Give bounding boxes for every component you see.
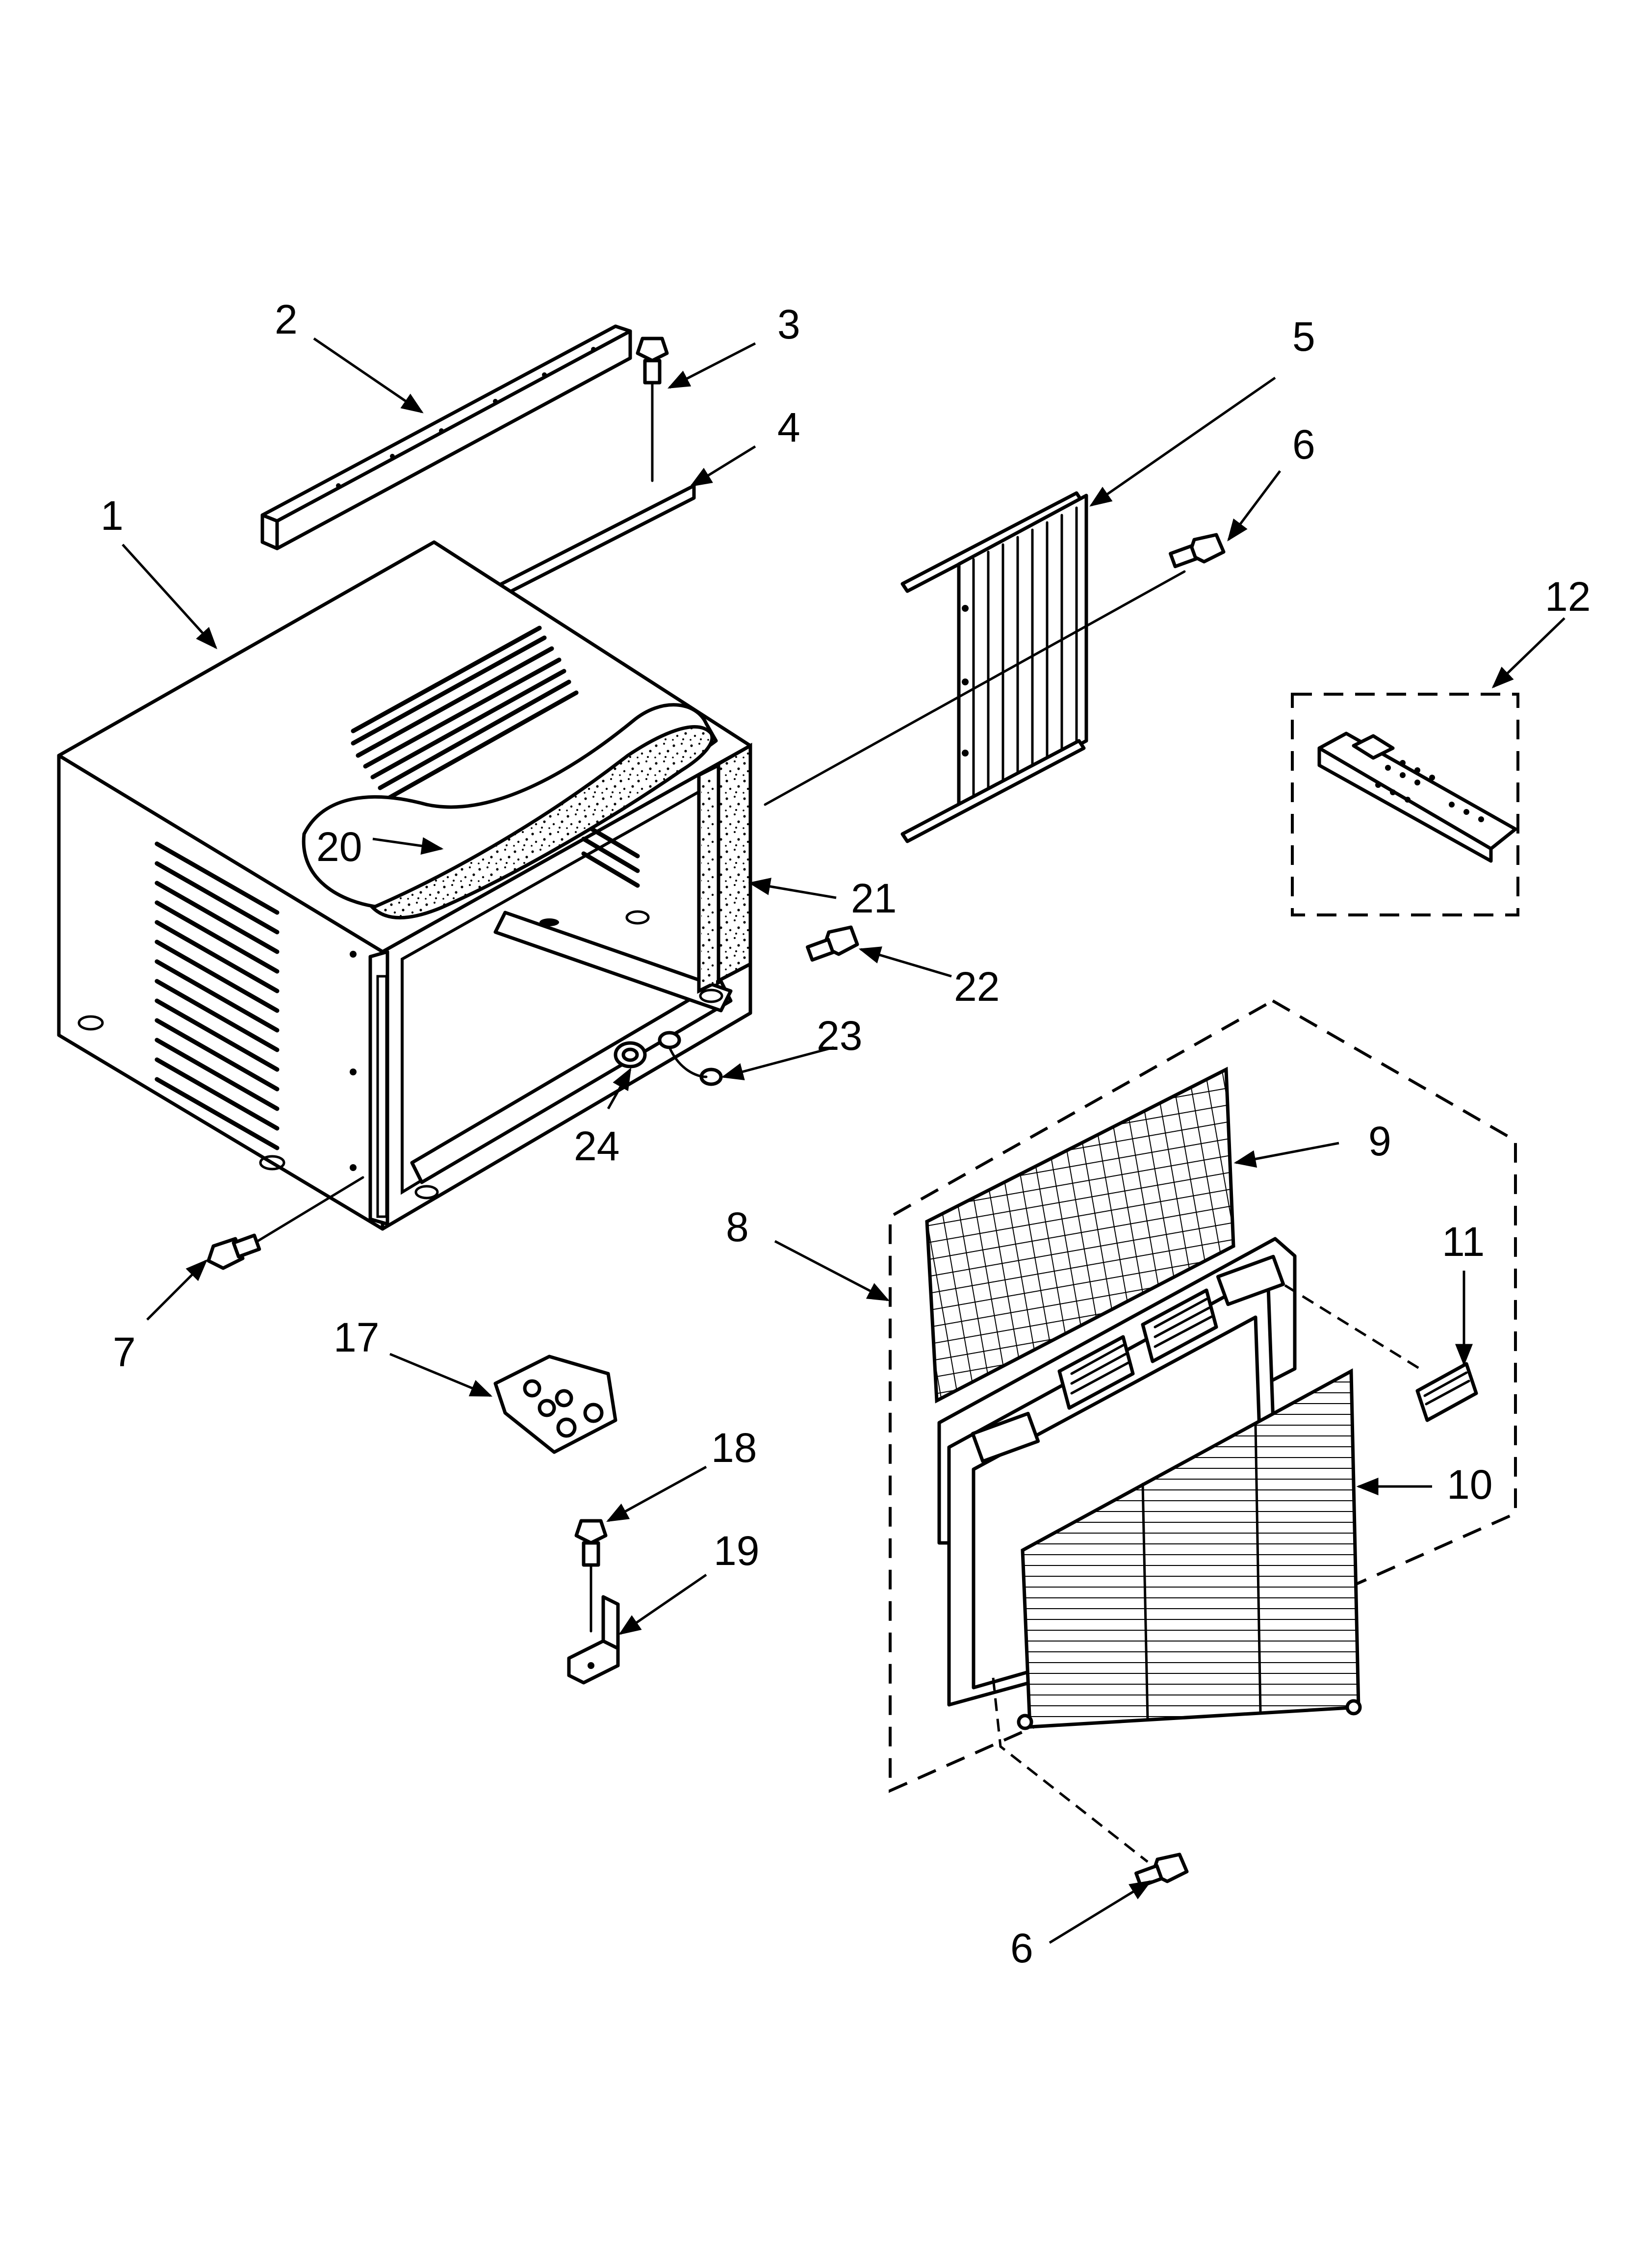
callout-18: 18 <box>711 1425 757 1471</box>
part-20-gasket <box>302 703 718 920</box>
callout-10: 10 <box>1447 1461 1492 1508</box>
callout-22: 22 <box>954 964 1000 1010</box>
callout-3: 3 <box>777 301 800 347</box>
callout-4: 4 <box>777 404 800 450</box>
callout-19: 19 <box>714 1528 759 1574</box>
callout-1: 1 <box>101 493 124 539</box>
callout-2: 2 <box>275 296 298 342</box>
part-8-front-panel-assembly <box>889 999 1517 1793</box>
callout-7: 7 <box>113 1329 136 1375</box>
part-17-bracket-kit <box>493 1355 617 1454</box>
callout-6-upper: 6 <box>1292 421 1315 468</box>
part-11-vent <box>1284 1284 1478 1422</box>
callout-6-lower: 6 <box>1010 1925 1033 1971</box>
callout-20: 20 <box>316 824 362 870</box>
part-5-mount-line <box>764 570 1186 806</box>
callout-9: 9 <box>1368 1118 1391 1164</box>
callout-17: 17 <box>334 1314 379 1360</box>
callout-labels: 1 2 3 4 5 6 6 7 8 9 10 11 12 17 18 19 20… <box>101 296 1591 1971</box>
callout-5: 5 <box>1292 313 1315 360</box>
part-19-l-bracket <box>567 1595 620 1685</box>
front-grille-body <box>937 1237 1362 1730</box>
callout-8: 8 <box>726 1204 749 1250</box>
remote-control-icon <box>1291 693 1519 916</box>
callout-12: 12 <box>1545 574 1591 620</box>
part-21-side-foam <box>697 742 752 994</box>
part-6-lower-line <box>992 1677 1149 1863</box>
callout-23: 23 <box>817 1013 862 1059</box>
callout-11: 11 <box>1442 1219 1485 1265</box>
part-1-cabinet <box>57 540 752 1231</box>
part-9-filter <box>925 1067 1235 1404</box>
callout-21: 21 <box>851 875 897 921</box>
leader-lines <box>122 337 1565 1944</box>
part-2-top-rail <box>260 324 632 550</box>
callout-24: 24 <box>574 1123 619 1169</box>
part-5-side-curtain <box>900 491 1088 843</box>
